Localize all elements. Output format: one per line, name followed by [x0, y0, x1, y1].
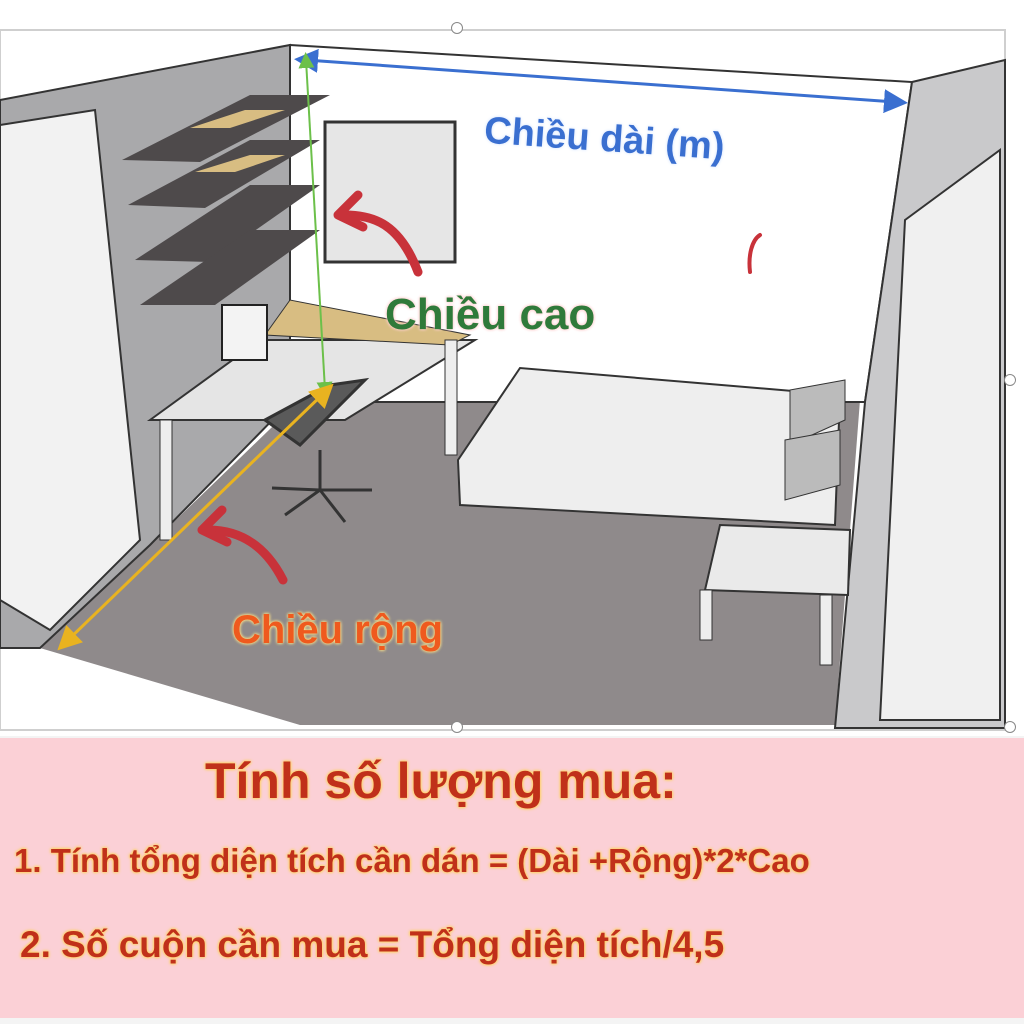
resize-handle-top[interactable]	[451, 22, 463, 34]
length-arrow	[294, 48, 908, 114]
height-label: Chiều cao	[385, 290, 596, 339]
resize-handle-right[interactable]	[1004, 374, 1016, 386]
height-arrow	[298, 52, 333, 398]
resize-handle-bottom[interactable]	[451, 721, 463, 733]
room-illustration	[0, 0, 1024, 736]
instruction-step-2: 2. Số cuộn cần mua = Tổng diện tích/4,5	[20, 924, 725, 965]
width-arrow	[57, 383, 334, 651]
shelves	[122, 95, 330, 305]
width-label: Chiều rộng	[232, 608, 444, 652]
instructions-title: Tính số lượng mua:	[205, 753, 677, 809]
window	[323, 120, 457, 264]
bed	[456, 366, 842, 527]
instruction-step-1: 1. Tính tổng diện tích cần dán = (Dài +R…	[14, 842, 810, 879]
resize-handle-corner[interactable]	[1004, 721, 1016, 733]
pointer-arrows	[197, 190, 762, 585]
nightstand	[703, 523, 852, 597]
instructions-panel: Tính số lượng mua: 1. Tính tổng diện tíc…	[0, 738, 1024, 1018]
